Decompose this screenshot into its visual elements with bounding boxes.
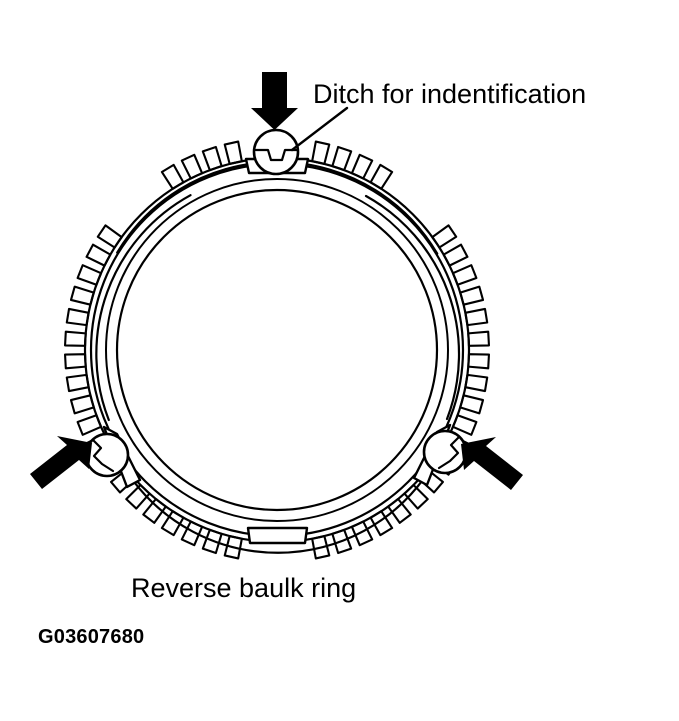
tooth-root-circle xyxy=(83,156,471,544)
spline-tooth xyxy=(387,497,412,524)
ditch-notch-bottom xyxy=(246,526,309,545)
spline-tooth xyxy=(65,307,90,327)
spline-tooth xyxy=(64,353,87,370)
arrow-lower-right-icon xyxy=(461,437,523,490)
spline-tooth xyxy=(464,373,489,393)
part-name-label: Reverse baulk ring xyxy=(131,573,356,603)
arrow-lower-left-icon xyxy=(30,436,92,489)
ditch-label: Ditch for indentification xyxy=(313,79,586,109)
ditch-callout-top xyxy=(252,128,300,176)
ditch-label-leader-line xyxy=(290,106,349,152)
figure-id-label: G03607680 xyxy=(38,626,144,648)
ditch-profile-lower-right xyxy=(437,435,461,470)
ring-outer-circle xyxy=(89,162,465,538)
pointer-arrows xyxy=(30,72,523,490)
ditch-notches xyxy=(102,157,452,545)
spline-tooth xyxy=(467,330,490,347)
ditch-profile-top xyxy=(254,148,299,162)
spline-tooth xyxy=(311,140,331,165)
ring-body xyxy=(64,140,490,560)
callout-circle-top xyxy=(252,128,300,176)
ring-chamfer-circle xyxy=(105,178,449,522)
spline-tooth xyxy=(64,330,87,347)
ditch-callout-lower-right xyxy=(422,429,468,475)
spline-tooth xyxy=(65,373,90,393)
spline-tooth xyxy=(464,307,489,327)
ditch-profile-lower-left xyxy=(91,438,115,473)
ditch-callout-lower-left xyxy=(84,432,130,478)
ring-bore-circle xyxy=(115,188,439,512)
spline-teeth xyxy=(64,140,490,560)
ring-band-inner xyxy=(95,194,461,554)
arrow-top-icon xyxy=(251,72,298,130)
spline-tooth xyxy=(223,140,243,165)
spline-tooth xyxy=(467,353,490,370)
callout-circles xyxy=(84,128,468,478)
